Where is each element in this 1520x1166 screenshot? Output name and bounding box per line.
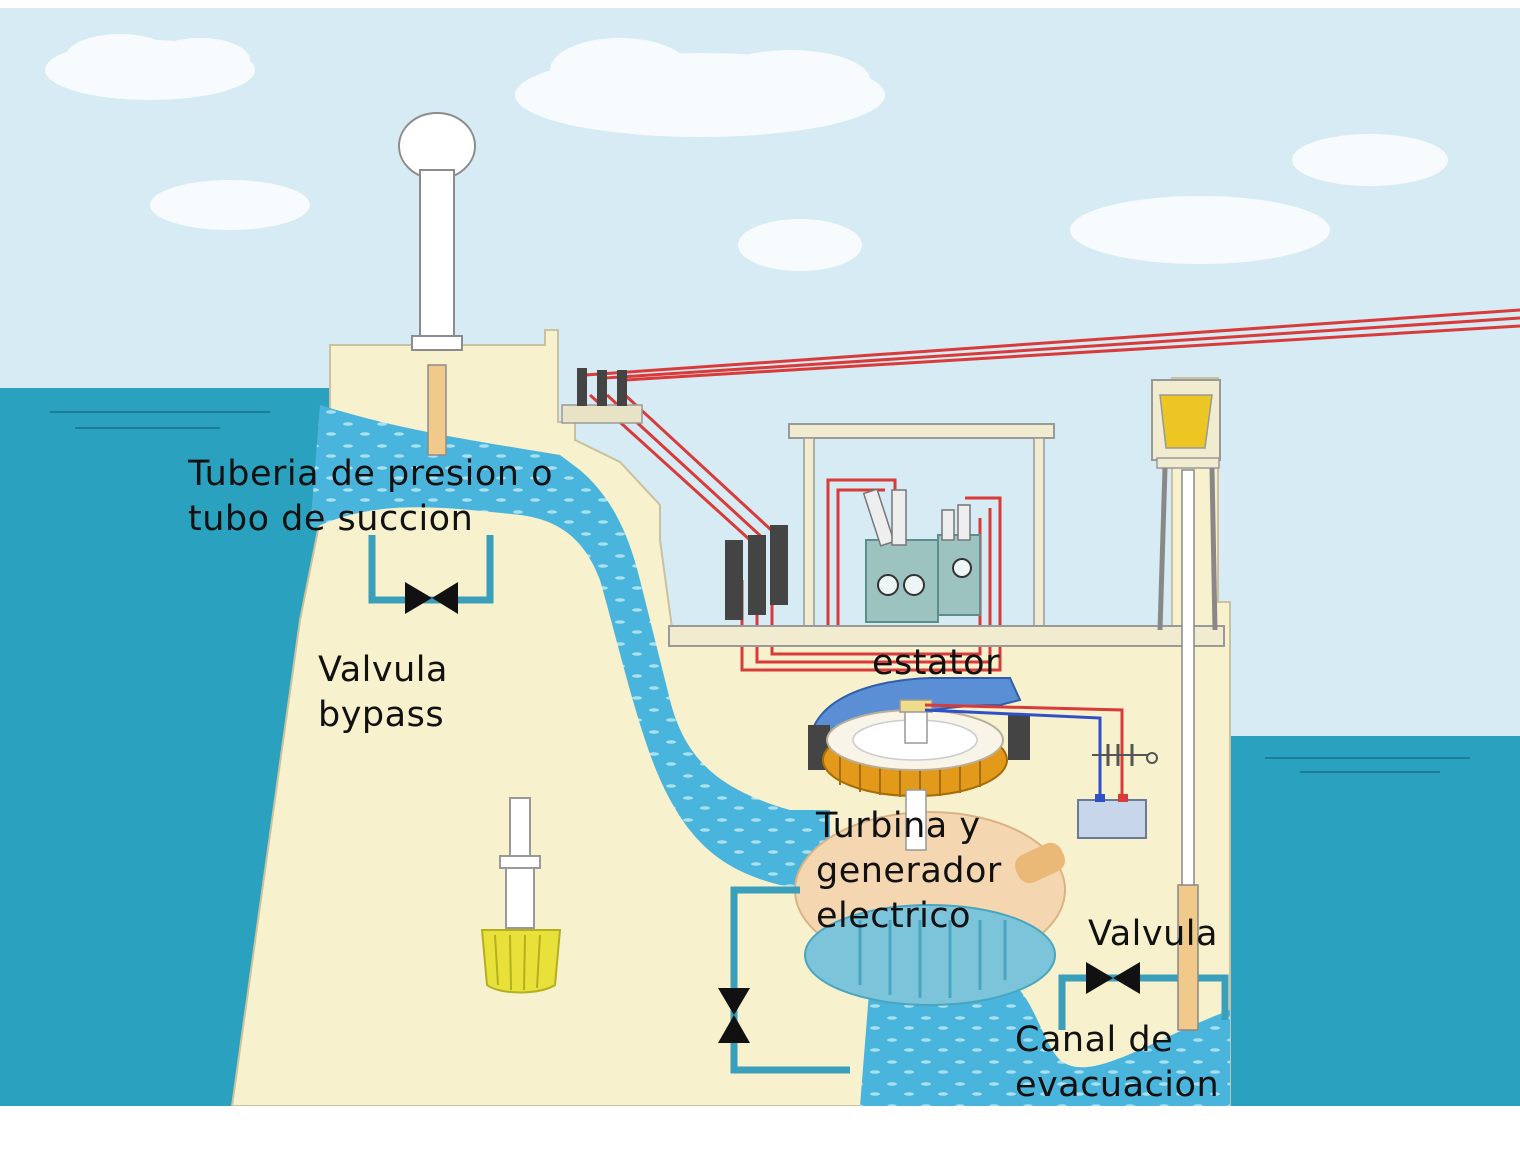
valve-icon xyxy=(718,988,750,1043)
cloud-icon xyxy=(45,34,1448,271)
transformer-house xyxy=(668,423,1225,647)
penstock-water xyxy=(310,405,830,890)
turbine-label-line-2: generador xyxy=(816,851,1002,891)
tailwater xyxy=(1225,736,1520,1106)
outflow-label-line-1: Canal de xyxy=(1015,1020,1174,1060)
bypass-valve-label-line-1: Valvula xyxy=(318,650,448,690)
outflow-channel-label: Canal de evacuacion xyxy=(1015,1018,1219,1108)
control-wiring xyxy=(924,703,1158,800)
valve-icon xyxy=(1086,962,1140,994)
outflow-label-line-2: evacuacion xyxy=(1015,1065,1220,1105)
turbine-label-line-1: Turbina y xyxy=(816,806,981,846)
valve-icon xyxy=(405,582,458,614)
insulator-icon xyxy=(725,525,788,620)
gate-hoist-icon xyxy=(1151,379,1221,1031)
stator-label-line-1: estator xyxy=(872,643,1000,683)
bottom-margin xyxy=(0,1106,1520,1166)
insulator-icon xyxy=(561,368,643,424)
intake-filter-icon xyxy=(480,797,562,994)
penstock-label: Tuberia de presion o tubo de succion xyxy=(188,452,553,542)
outflow-water xyxy=(860,980,1230,1106)
power-lines xyxy=(584,308,1520,672)
stator-label: estator xyxy=(872,641,1000,686)
battery-icon xyxy=(1077,794,1147,839)
generator-icon xyxy=(808,677,1030,851)
turbine-label-line-3: electrico xyxy=(816,896,972,936)
valve-label-line-1: Valvula xyxy=(1088,914,1218,954)
bypass-pipe xyxy=(368,535,494,604)
valve-label: Valvula xyxy=(1088,912,1218,957)
outflow-pipe xyxy=(1058,974,1229,1030)
bypass-valve-label: Valvula bypass xyxy=(318,648,448,738)
turbine-bypass-pipe xyxy=(730,886,850,1074)
bypass-valve-label-line-2: bypass xyxy=(318,695,445,735)
top-margin xyxy=(0,0,1520,8)
penstock-label-line-2: tubo de succion xyxy=(188,499,474,539)
turbine-generator-label: Turbina y generador electrico xyxy=(816,804,1002,939)
transformer-icon xyxy=(862,488,981,623)
penstock-label-line-1: Tuberia de presion o xyxy=(188,454,554,494)
surge-tank-icon xyxy=(398,112,476,456)
